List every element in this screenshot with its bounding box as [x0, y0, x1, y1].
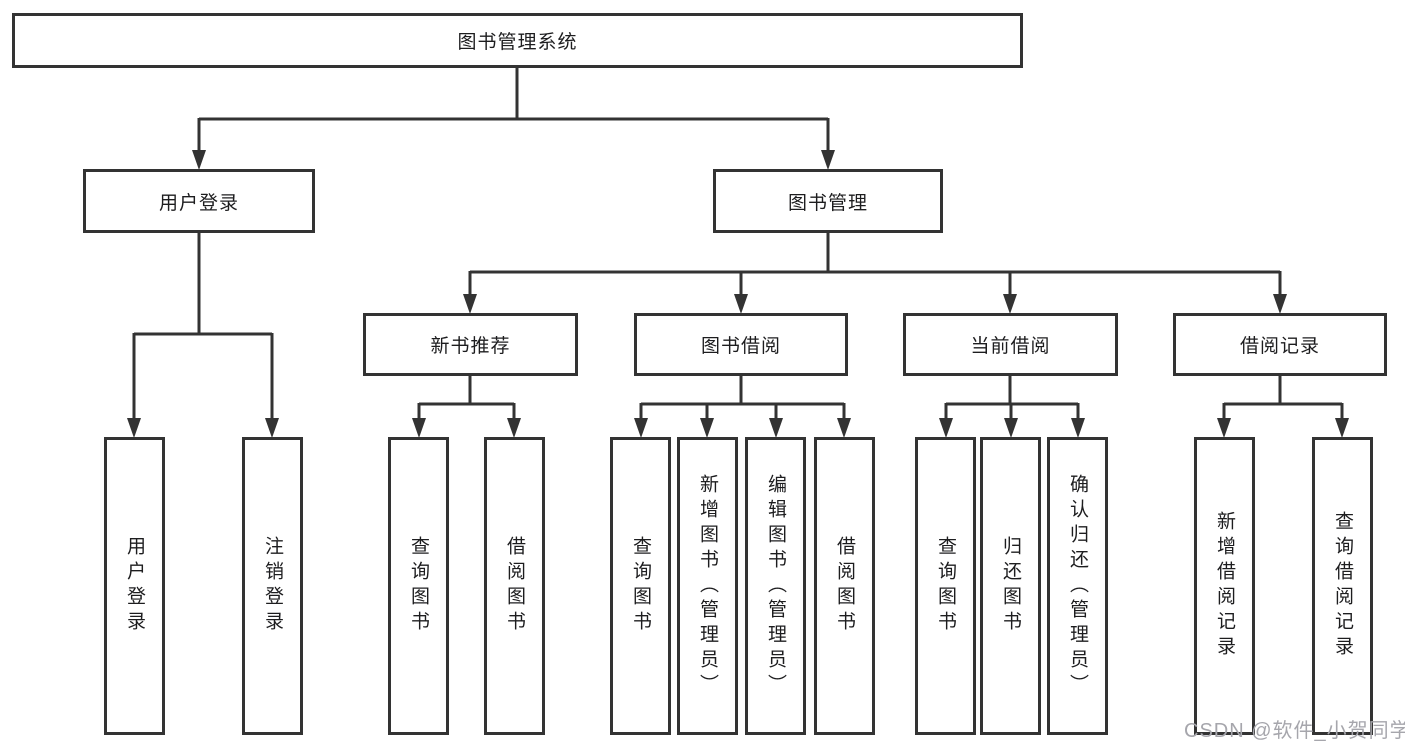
leaf-add-book-admin: 新增图书（管理员）	[677, 437, 738, 735]
node-library-system: 图书管理系统	[12, 13, 1023, 68]
leaf-add-borrow-record: 新增借阅记录	[1194, 437, 1255, 735]
leaf-query-books-borrow: 查询图书	[610, 437, 671, 735]
leaf-query-books-current: 查询图书	[915, 437, 976, 735]
watermark: CSDN @软件_小贺同学	[1184, 720, 1405, 742]
node-user-login: 用户登录	[83, 169, 315, 233]
leaf-logout: 注销登录	[242, 437, 303, 735]
node-current-borrow: 当前借阅	[903, 313, 1118, 376]
leaf-edit-book-admin: 编辑图书（管理员）	[745, 437, 806, 735]
leaf-borrow-books: 借阅图书	[814, 437, 875, 735]
node-book-borrow: 图书借阅	[634, 313, 848, 376]
node-book-management: 图书管理	[713, 169, 943, 233]
leaf-query-books-recommend: 查询图书	[388, 437, 449, 735]
leaf-user-login: 用户登录	[104, 437, 165, 735]
leaf-query-borrow-record: 查询借阅记录	[1312, 437, 1373, 735]
node-new-book-recommend: 新书推荐	[363, 313, 578, 376]
leaf-return-books: 归还图书	[980, 437, 1041, 735]
leaf-confirm-return-admin: 确认归还（管理员）	[1047, 437, 1108, 735]
leaf-borrow-books-recommend: 借阅图书	[484, 437, 545, 735]
node-borrow-records: 借阅记录	[1173, 313, 1387, 376]
